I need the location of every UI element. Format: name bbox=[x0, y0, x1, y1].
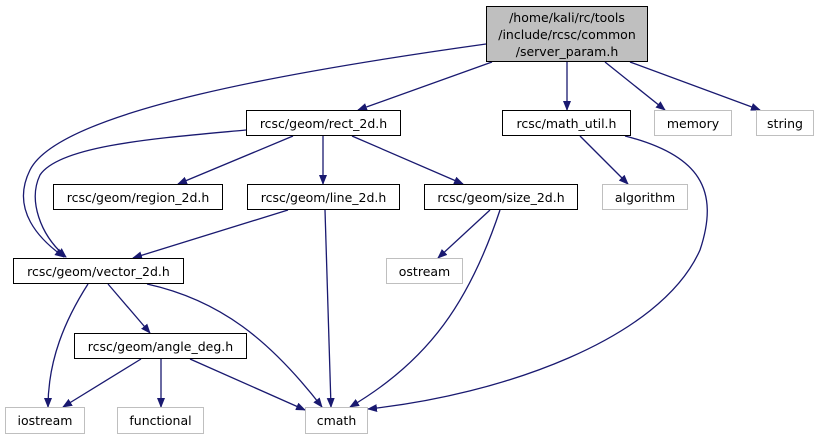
edge-angle-deg-to-iostream bbox=[62, 358, 142, 408]
node-vector-2d[interactable]: rcsc/geom/vector_2d.h bbox=[13, 258, 184, 284]
node-rect-2d[interactable]: rcsc/geom/rect_2d.h bbox=[246, 110, 401, 136]
node-root-server-param: /home/kali/rc/tools /include/rcsc/common… bbox=[486, 6, 648, 62]
node-algorithm: algorithm bbox=[602, 184, 688, 210]
edge-vector-2d-to-angle-deg bbox=[107, 283, 151, 334]
edge-root-to-vector-2d bbox=[23, 43, 487, 258]
root-line-3: /server_param.h bbox=[515, 43, 619, 59]
edge-math-util-to-cmath bbox=[367, 135, 708, 413]
edge-root-to-memory bbox=[604, 61, 666, 111]
node-iostream: iostream bbox=[5, 407, 85, 434]
root-line-1: /home/kali/rc/tools bbox=[509, 9, 625, 25]
edge-rect-2d-to-size-2d bbox=[351, 135, 464, 185]
edge-size-2d-to-cmath bbox=[349, 209, 501, 408]
node-ostream: ostream bbox=[386, 258, 463, 284]
edge-vector-2d-to-cmath bbox=[146, 283, 323, 408]
edge-rect-2d-to-region-2d bbox=[177, 135, 294, 185]
edge-rect-2d-to-vector-2d bbox=[34, 129, 247, 258]
edge-root-to-string bbox=[629, 61, 761, 111]
root-line-2: /include/rcsc/common bbox=[498, 26, 636, 42]
edge-math-util-to-algorithm bbox=[579, 135, 629, 185]
node-string: string bbox=[756, 110, 814, 136]
node-region-2d[interactable]: rcsc/geom/region_2d.h bbox=[53, 184, 223, 210]
edge-size-2d-to-ostream bbox=[437, 209, 491, 259]
edge-line-2d-to-cmath bbox=[324, 209, 335, 408]
node-size-2d[interactable]: rcsc/geom/size_2d.h bbox=[424, 184, 578, 210]
edge-angle-deg-to-cmath bbox=[189, 358, 306, 411]
node-memory: memory bbox=[654, 110, 732, 136]
node-math-util[interactable]: rcsc/math_util.h bbox=[502, 110, 631, 136]
node-angle-deg[interactable]: rcsc/geom/angle_deg.h bbox=[74, 333, 247, 359]
node-line-2d[interactable]: rcsc/geom/line_2d.h bbox=[247, 184, 400, 210]
edge-root-to-rect-2d bbox=[357, 61, 493, 111]
node-cmath: cmath bbox=[305, 407, 368, 434]
edge-line-2d-to-vector-2d bbox=[132, 209, 289, 260]
node-functional: functional bbox=[117, 407, 204, 434]
edge-vector-2d-to-iostream bbox=[44, 283, 89, 408]
